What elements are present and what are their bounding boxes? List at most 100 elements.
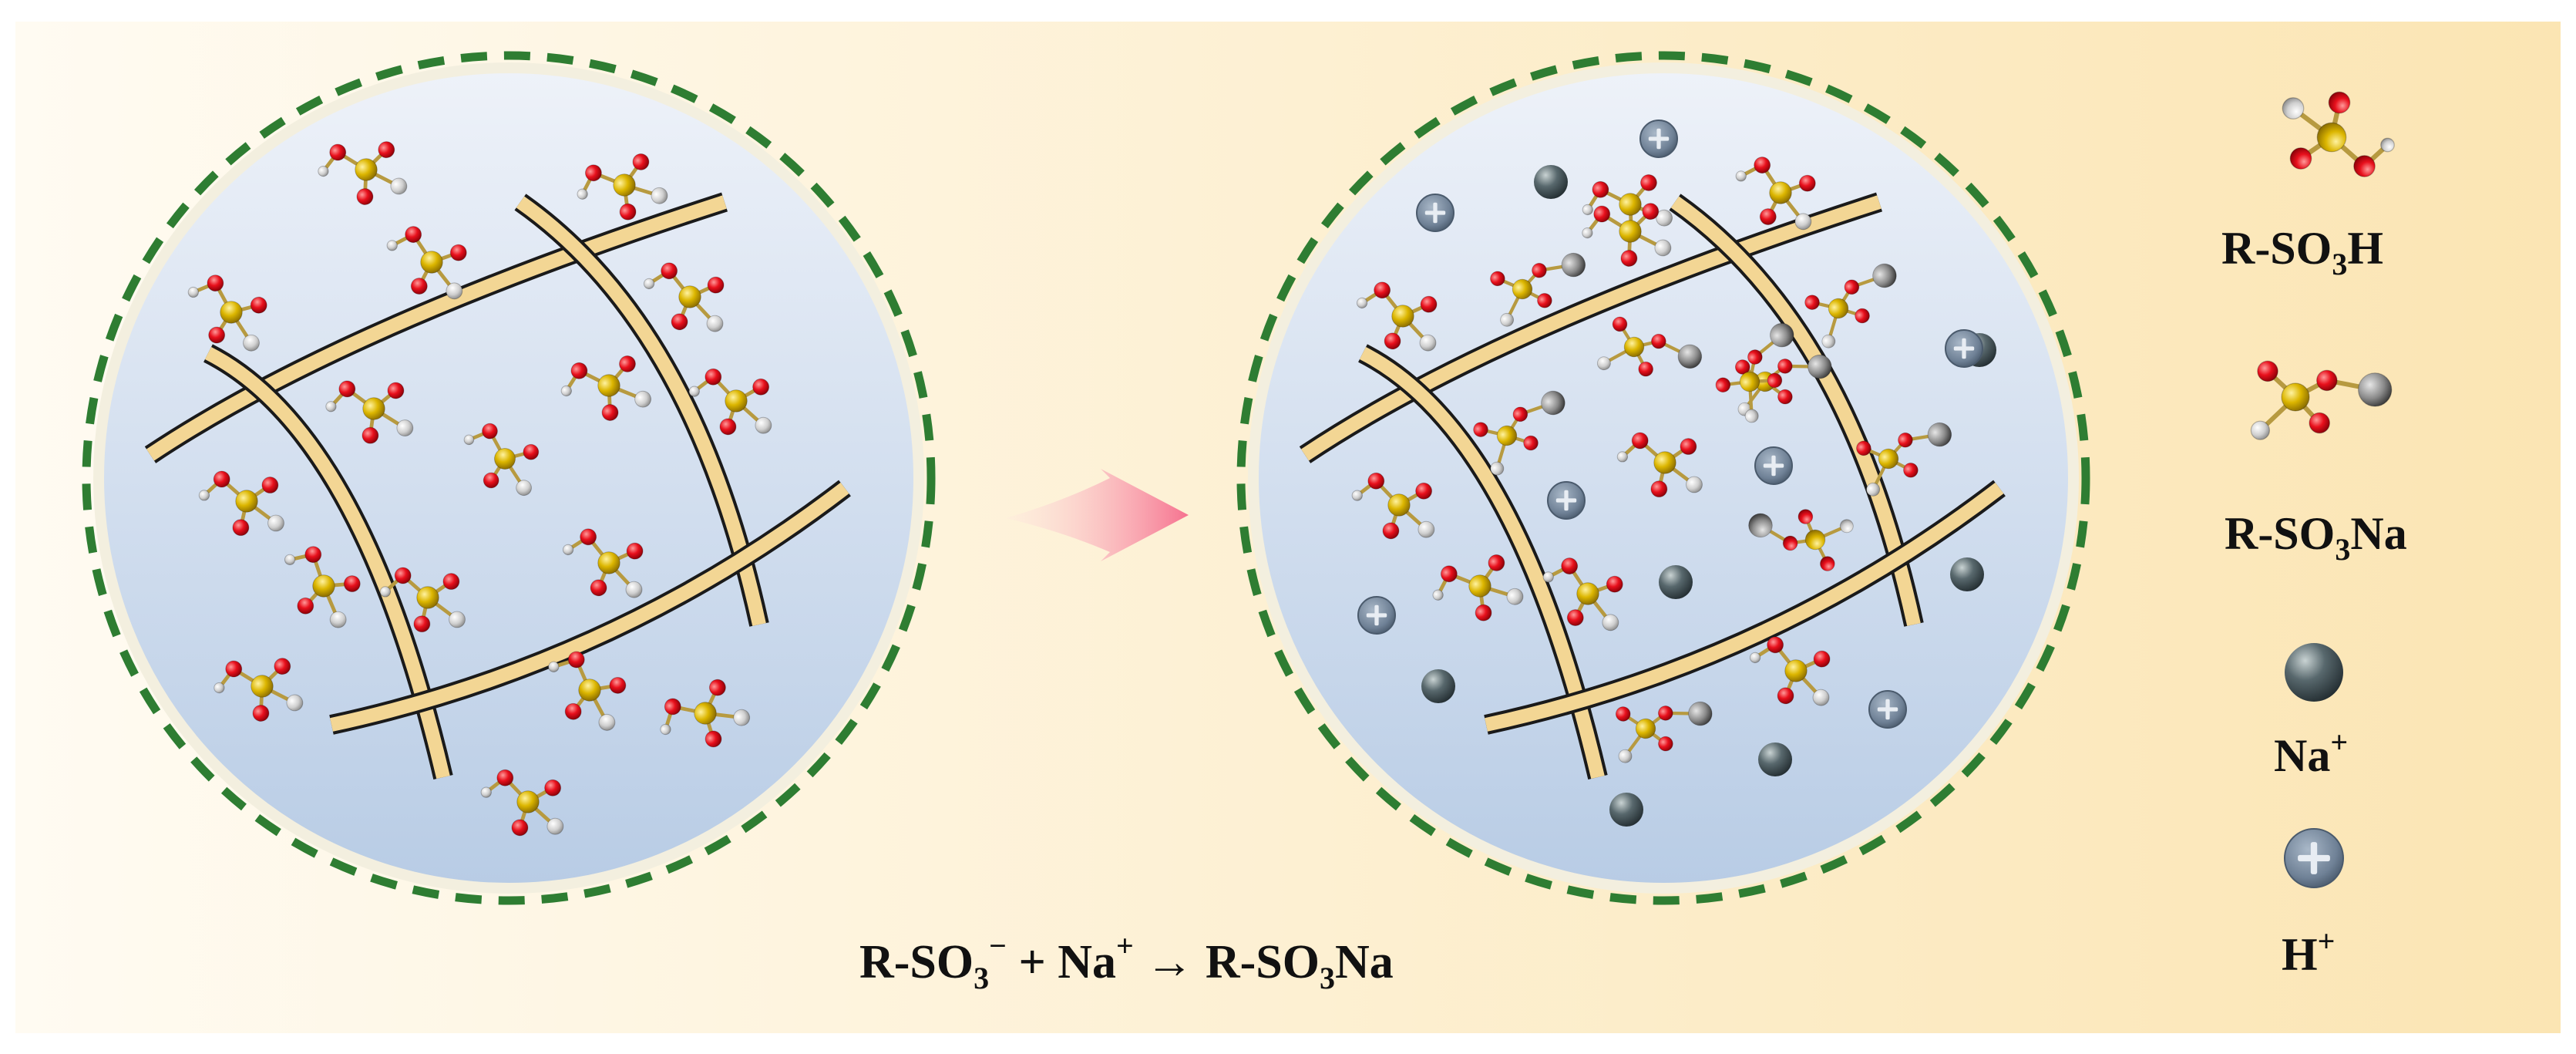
sulfur-atom: [1468, 574, 1491, 598]
oxygen-atom: [252, 705, 270, 722]
sodium-ion-sphere-icon: [1950, 557, 1984, 591]
sulfur-atom: [578, 679, 601, 702]
carbon-atom: [329, 611, 347, 628]
carbon-atom: [2250, 420, 2270, 440]
sulfur-atom: [1739, 371, 1760, 392]
carbon-atom: [755, 416, 772, 434]
hydrogen-atom: [1351, 490, 1363, 501]
oxygen-atom: [1537, 293, 1552, 308]
oxygen-atom: [590, 579, 607, 597]
oxygen-atom: [2289, 147, 2312, 170]
carbon-atom: [634, 390, 652, 408]
sulfonic-acid-molecule-icon: [198, 470, 284, 537]
sodium-sulfonate-molecule-icon: [1734, 354, 1832, 416]
reaction-equation: R-SO3− + Na+ → R-SO3Na: [859, 928, 1394, 995]
oxygen-atom: [567, 651, 585, 668]
hydrogen-atom: [577, 188, 588, 200]
legend-label-sodium-ion: Na+: [2274, 725, 2348, 781]
sulfur-atom: [1576, 582, 1599, 605]
oxygen-atom: [1767, 372, 1783, 389]
carbon-atom: [1839, 519, 1854, 534]
legend-label-sulfonic-acid: R-SO3H: [2221, 223, 2383, 281]
oxygen-atom: [343, 575, 361, 593]
legend: R-SO3H R-SO3Na Na+ H+: [2221, 91, 2407, 980]
sulfur-atom: [416, 586, 439, 609]
hydrogen-atom: [1432, 589, 1444, 601]
sulfonic-acid-molecule-icon: [379, 567, 466, 633]
hydrogen-atom: [1582, 227, 1593, 239]
oxygen-atom: [1420, 295, 1438, 313]
sodium-sulfonate-molecule-icon: [1596, 316, 1703, 377]
oxygen-atom: [1777, 389, 1793, 405]
sulfur-atom: [1387, 493, 1411, 517]
polymer-fiber: [1301, 195, 1882, 461]
sulfur-atom: [1828, 298, 1849, 319]
oxygen-atom: [1856, 440, 1871, 456]
sodium-sulfonate-molecule-icon: [1856, 422, 1952, 497]
oxygen-atom: [261, 476, 279, 494]
oxygen-atom: [1490, 271, 1505, 287]
oxygen-atom: [1820, 556, 1835, 571]
sulfonic-acid-molecule-icon: [1582, 174, 1673, 240]
sodium-ion-sphere-icon: [1609, 793, 1643, 827]
hydrogen-atom: [480, 786, 492, 798]
sulfonic-acid-molecule-icon: [688, 368, 772, 436]
sulfur-atom: [1512, 278, 1533, 300]
sodium-sulfonate-molecule-icon: [1615, 701, 1713, 763]
hydrogen-atom: [548, 661, 560, 672]
molecule-layer: [187, 120, 1996, 837]
sulfur-atom: [362, 397, 385, 420]
sodium-sulfonate-molecule-icon: [1804, 263, 1897, 349]
carbon-atom: [446, 282, 463, 300]
sulfonic-acid-molecule-icon: [643, 262, 725, 332]
oxygen-atom: [483, 472, 499, 489]
sulfonic-acid-molecule-icon: [284, 546, 361, 628]
oxygen-atom: [1777, 687, 1794, 705]
hydrogen-atom: [187, 286, 199, 298]
oxygen-atom: [1782, 535, 1798, 551]
oxygen-atom: [225, 660, 243, 678]
bound-sodium-atom: [1541, 390, 1565, 416]
oxygen-atom: [1754, 157, 1771, 174]
oxygen-atom: [1640, 174, 1657, 191]
oxygen-atom: [1593, 205, 1611, 223]
oxygen-atom: [2353, 155, 2376, 177]
oxygen-atom: [1615, 706, 1631, 722]
oxygen-atom: [1606, 575, 1623, 593]
proton-plus-sphere-icon: [1945, 329, 1983, 368]
right-membrane-circle: [1236, 51, 2090, 905]
sulfonic-acid-molecule-icon: [1582, 203, 1672, 267]
oxygen-atom: [1715, 377, 1731, 393]
oxygen-atom: [2328, 91, 2351, 114]
hydrogen-atom: [1542, 571, 1554, 583]
sulfur-atom: [1769, 181, 1792, 204]
oxygen-atom: [619, 355, 636, 372]
carbon-atom: [706, 315, 724, 332]
oxygen-atom: [413, 615, 431, 633]
sulfur-atom: [1804, 529, 1826, 551]
sulfur-atom: [494, 448, 516, 470]
oxygen-atom: [1903, 463, 1919, 478]
oxygen-atom: [1658, 705, 1673, 721]
sulfur-atom: [1496, 425, 1518, 446]
sulfonic-acid-molecule-icon: [386, 226, 467, 300]
sulfonic-acid-molecule-icon: [214, 658, 304, 722]
sulfonic-acid-molecule-icon: [548, 651, 627, 731]
oxygen-atom: [1566, 609, 1584, 626]
oxygen-atom: [705, 368, 722, 386]
sulfur-atom: [1878, 448, 1899, 470]
hydrogen-atom: [1582, 204, 1593, 216]
proton-plus-sphere-icon: [1416, 194, 1454, 232]
oxygen-atom: [1384, 332, 1401, 350]
oxygen-atom: [1612, 316, 1628, 332]
hydrogen-atom: [660, 723, 671, 736]
hydrogen-atom: [325, 401, 337, 413]
sulfur-atom: [597, 374, 620, 397]
carbon-atom: [1417, 520, 1435, 538]
oxygen-atom: [274, 658, 291, 675]
oxygen-atom: [329, 143, 347, 161]
hydrogen-atom: [284, 554, 296, 565]
oxygen-atom: [362, 426, 379, 444]
carbon-atom: [1506, 588, 1524, 605]
legend-label-sodium-sulfonate: R-SO3Na: [2225, 508, 2407, 567]
